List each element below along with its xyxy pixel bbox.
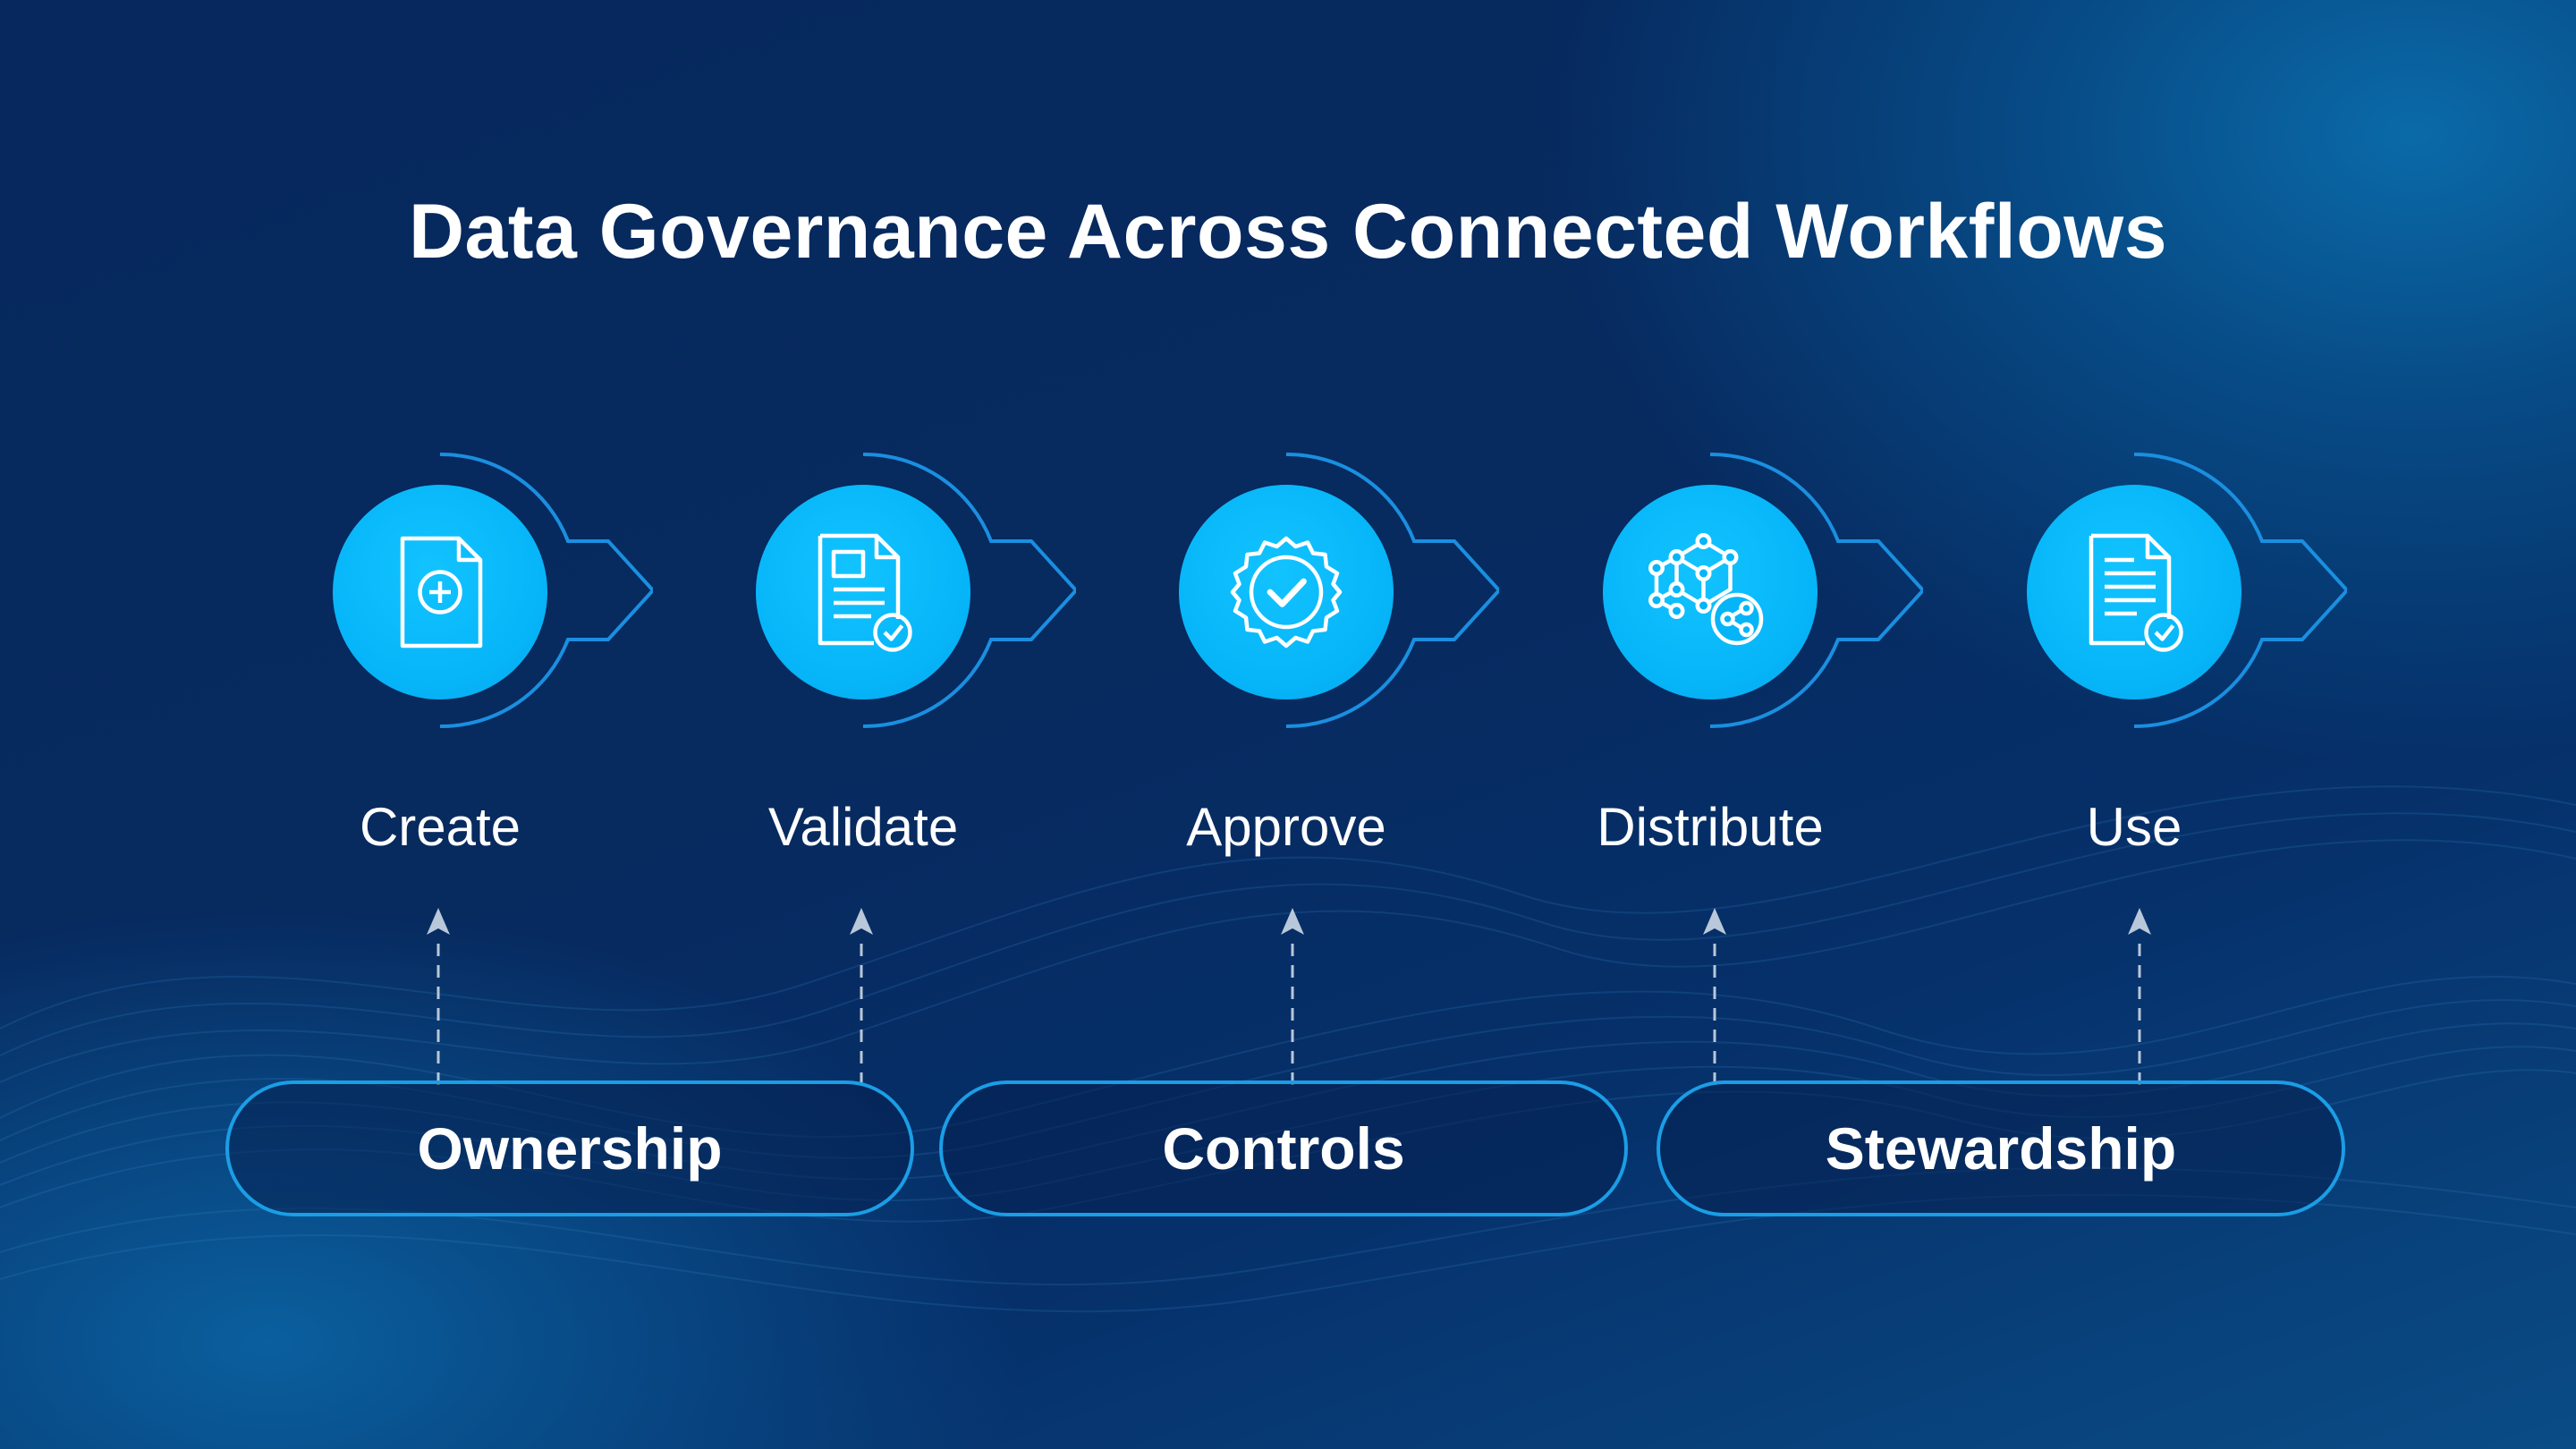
dashed-arrow-up-icon (850, 908, 873, 1087)
document-check-icon (2089, 533, 2183, 652)
dashed-arrow-up-icon (1281, 908, 1304, 1087)
network-share-icon (1648, 533, 1764, 646)
pillar-stewardship: Stewardship (1657, 1080, 2345, 1216)
step-distribute: Distribute (1547, 447, 1923, 857)
dashed-arrow-up-icon (2128, 908, 2151, 1087)
step-ring (1709, 452, 1923, 729)
dashed-arrow-up-icon (427, 908, 450, 1087)
page-title: Data Governance Across Connected Workflo… (408, 189, 2168, 275)
document-check-icon (818, 533, 912, 652)
step-use: Use (1971, 447, 2347, 857)
step-label: Validate (767, 797, 959, 857)
document-plus-icon (400, 536, 483, 648)
step-icon-circle (1603, 485, 1818, 699)
step-create: Create (277, 447, 653, 857)
step-icon-circle (333, 485, 547, 699)
dashed-arrow-up-icon (1703, 908, 1726, 1087)
pillar-ownership: Ownership (225, 1080, 914, 1216)
step-ring (862, 452, 1076, 729)
step-label: Create (359, 797, 521, 857)
step-validate: Validate (700, 447, 1076, 857)
step-icon-circle (756, 485, 970, 699)
step-label: Approve (1186, 797, 1386, 857)
pillar-controls: Controls (939, 1080, 1628, 1216)
step-icon-circle (2027, 485, 2241, 699)
step-ring (1285, 452, 1499, 729)
badge-check-icon (1230, 536, 1343, 648)
step-ring (2133, 452, 2347, 729)
step-icon-circle (1179, 485, 1394, 699)
step-label: Use (2086, 797, 2182, 857)
step-approve: Approve (1123, 447, 1499, 857)
step-label: Distribute (1597, 797, 1824, 857)
step-ring (439, 452, 653, 729)
